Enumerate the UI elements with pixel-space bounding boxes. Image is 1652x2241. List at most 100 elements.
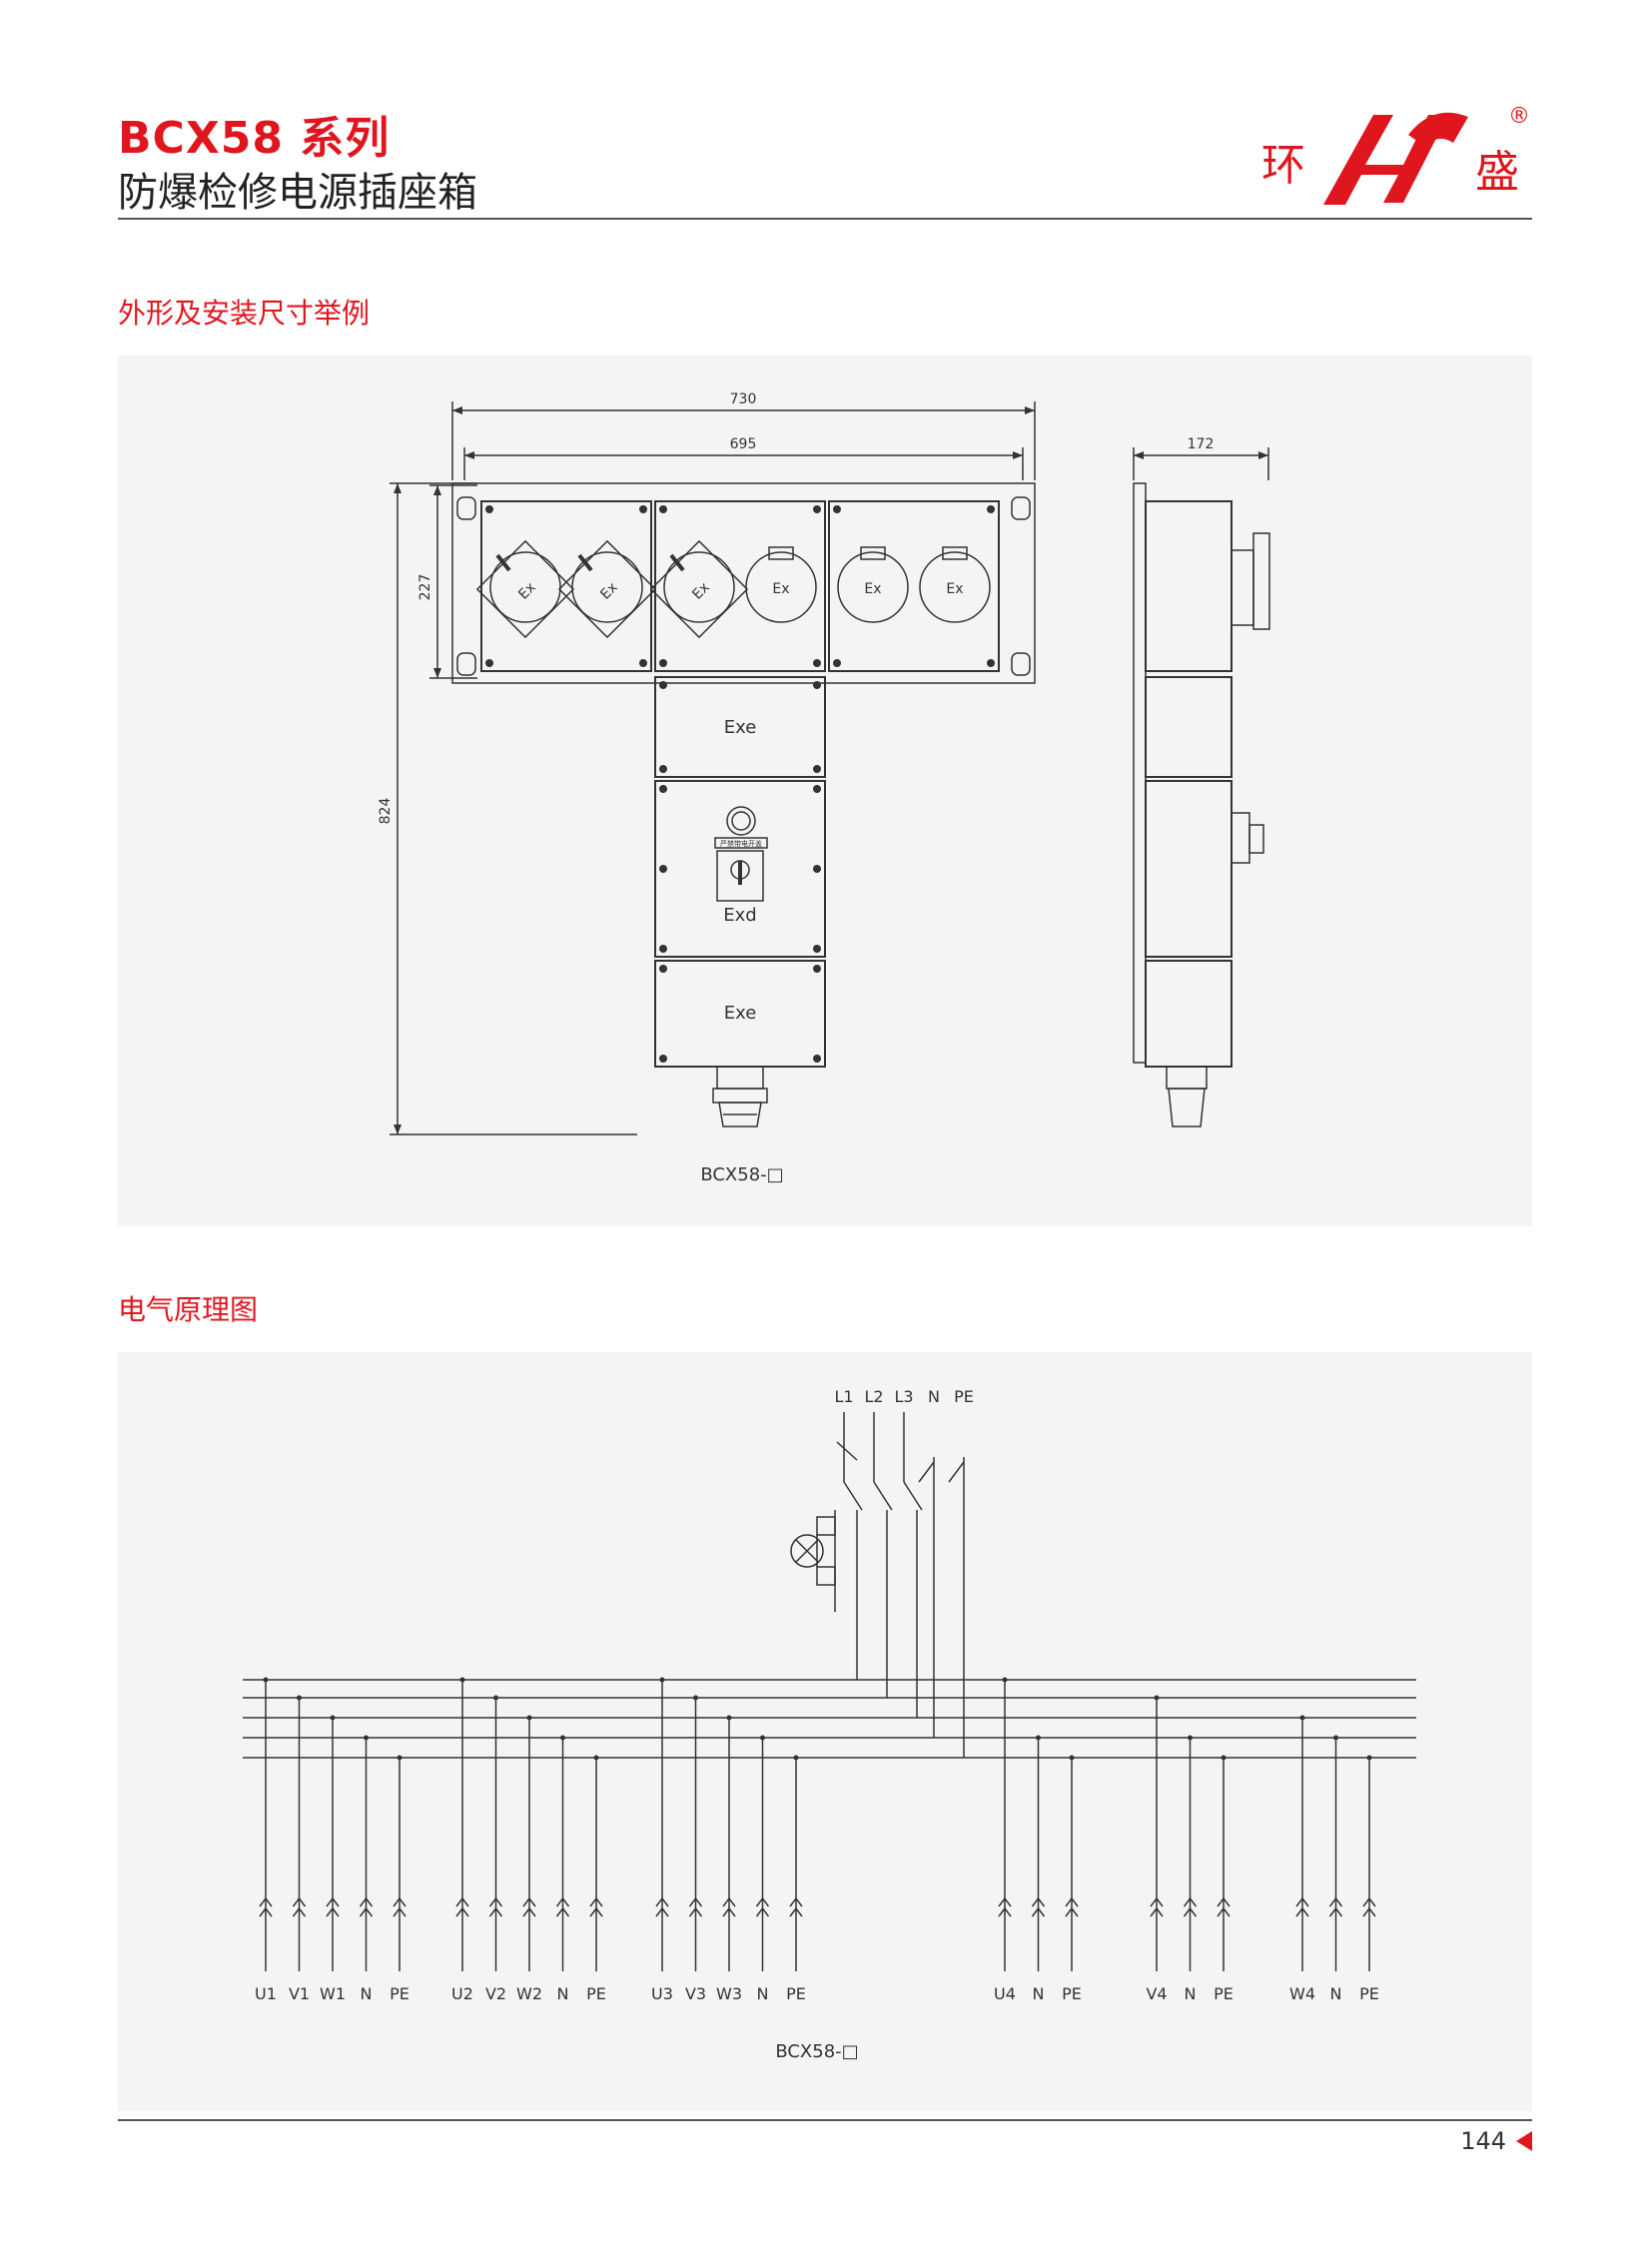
output-label: N xyxy=(557,1984,569,2003)
model-label-drawing: BCX58-□ xyxy=(700,1164,783,1185)
junction-dot xyxy=(459,1677,465,1683)
socket-arrow-icon xyxy=(522,1906,536,1917)
socket-arrow-icon xyxy=(292,1906,307,1917)
output-label: PE xyxy=(1062,1984,1082,2003)
socket-arrow-icon xyxy=(1328,1906,1343,1917)
output-label: PE xyxy=(390,1984,410,2003)
socket-arrow-icon xyxy=(259,1896,273,1907)
socket-arrow-icon xyxy=(555,1896,570,1907)
socket-arrow-icon xyxy=(789,1896,803,1907)
socket-arrow-icon xyxy=(522,1896,536,1907)
output-label: N xyxy=(1185,1984,1197,2003)
input-label: N xyxy=(928,1387,940,1406)
input-label: L1 xyxy=(834,1387,853,1406)
socket-arrow-icon xyxy=(1362,1906,1376,1917)
junction-dot xyxy=(1002,1677,1008,1683)
socket-arrow-icon xyxy=(1150,1906,1164,1917)
output-label: W3 xyxy=(716,1984,742,2003)
output-label: V4 xyxy=(1146,1984,1167,2003)
brand-right-char: 盛 xyxy=(1475,147,1519,198)
socket-arrow-icon xyxy=(292,1896,307,1907)
section-title-schematic: 电气原理图 xyxy=(118,1293,259,1326)
socket-arrow-icon xyxy=(998,1896,1012,1907)
junction-dot xyxy=(693,1695,698,1701)
output-label: N xyxy=(757,1984,769,2003)
socket-arrow-icon xyxy=(755,1906,770,1917)
socket-arrow-icon xyxy=(722,1896,736,1907)
socket-label: Ex xyxy=(864,581,881,597)
junction-dot xyxy=(726,1715,732,1721)
socket-arrow-icon xyxy=(455,1906,469,1917)
socket-arrow-icon xyxy=(455,1896,469,1907)
dim-824: 824 xyxy=(378,798,394,825)
junction-dot xyxy=(560,1735,565,1741)
junction-dot xyxy=(1188,1735,1193,1741)
footer-divider xyxy=(118,2119,1532,2121)
socket-arrow-icon xyxy=(359,1896,374,1907)
socket-arrow-icon xyxy=(655,1896,669,1907)
brand-logo: 环 盛 ® xyxy=(1253,95,1533,215)
warning-label: 严禁带电开盖 xyxy=(720,839,762,848)
socket-arrow-icon xyxy=(589,1906,603,1917)
socket-arrow-icon xyxy=(1362,1896,1376,1907)
junction-dot xyxy=(793,1755,799,1761)
dim-730: 730 xyxy=(730,391,757,407)
output-label: V3 xyxy=(685,1984,706,2003)
junction-dot xyxy=(297,1695,302,1701)
output-label: W1 xyxy=(320,1984,346,2003)
registered-mark: ® xyxy=(1508,104,1530,129)
output-label: U4 xyxy=(994,1984,1016,2003)
junction-dot xyxy=(263,1677,269,1683)
socket-label: Ex xyxy=(597,579,620,602)
junction-dot xyxy=(760,1735,765,1741)
model-label-schematic: BCX58-□ xyxy=(775,2041,858,2062)
socket-arrow-icon xyxy=(1031,1896,1046,1907)
triangle-marker-icon xyxy=(1516,2131,1532,2151)
socket-arrow-icon xyxy=(326,1906,340,1917)
junction-dot xyxy=(1069,1755,1075,1761)
socket-arrow-icon xyxy=(555,1906,570,1917)
socket-arrow-icon xyxy=(1328,1896,1343,1907)
socket-label: Ex xyxy=(946,581,963,597)
socket-arrow-icon xyxy=(589,1896,603,1907)
header-divider xyxy=(118,218,1532,220)
socket-arrow-icon xyxy=(326,1896,340,1907)
junction-dot xyxy=(1036,1735,1041,1741)
socket-arrow-icon xyxy=(755,1896,770,1907)
output-label: U1 xyxy=(255,1984,277,2003)
input-label: L2 xyxy=(864,1387,883,1406)
socket-arrow-icon xyxy=(1150,1896,1164,1907)
dim-172: 172 xyxy=(1188,436,1215,452)
socket-arrow-icon xyxy=(655,1906,669,1917)
brand-left-char: 环 xyxy=(1261,140,1305,191)
output-label: U3 xyxy=(651,1984,673,2003)
socket-arrow-icon xyxy=(688,1896,703,1907)
output-label: U2 xyxy=(451,1984,473,2003)
socket-arrow-icon xyxy=(1295,1896,1309,1907)
output-label: V2 xyxy=(485,1984,506,2003)
dim-227: 227 xyxy=(417,574,433,601)
series-title: BCX58 系列 xyxy=(118,113,391,164)
junction-dot xyxy=(659,1677,665,1683)
junction-dot xyxy=(364,1735,369,1741)
socket-arrow-icon xyxy=(1065,1896,1079,1907)
page-number: 144 xyxy=(1460,2127,1506,2155)
junction-dot xyxy=(1154,1695,1160,1701)
socket-label: Ex xyxy=(689,579,712,602)
output-label: N xyxy=(361,1984,373,2003)
dim-695: 695 xyxy=(730,436,757,452)
socket-arrow-icon xyxy=(1065,1906,1079,1917)
socket-label: Ex xyxy=(515,579,538,602)
socket-arrow-icon xyxy=(259,1906,273,1917)
socket-arrow-icon xyxy=(393,1906,407,1917)
product-name: 防爆检修电源插座箱 xyxy=(118,170,477,216)
socket-arrow-icon xyxy=(998,1906,1012,1917)
page-number-block: 144 xyxy=(1460,2127,1532,2155)
output-label: N xyxy=(1033,1984,1045,2003)
output-label: V1 xyxy=(289,1984,310,2003)
socket-arrow-icon xyxy=(1183,1906,1198,1917)
socket-label: Ex xyxy=(772,581,789,597)
junction-dot xyxy=(1221,1755,1227,1761)
socket-arrow-icon xyxy=(488,1906,503,1917)
